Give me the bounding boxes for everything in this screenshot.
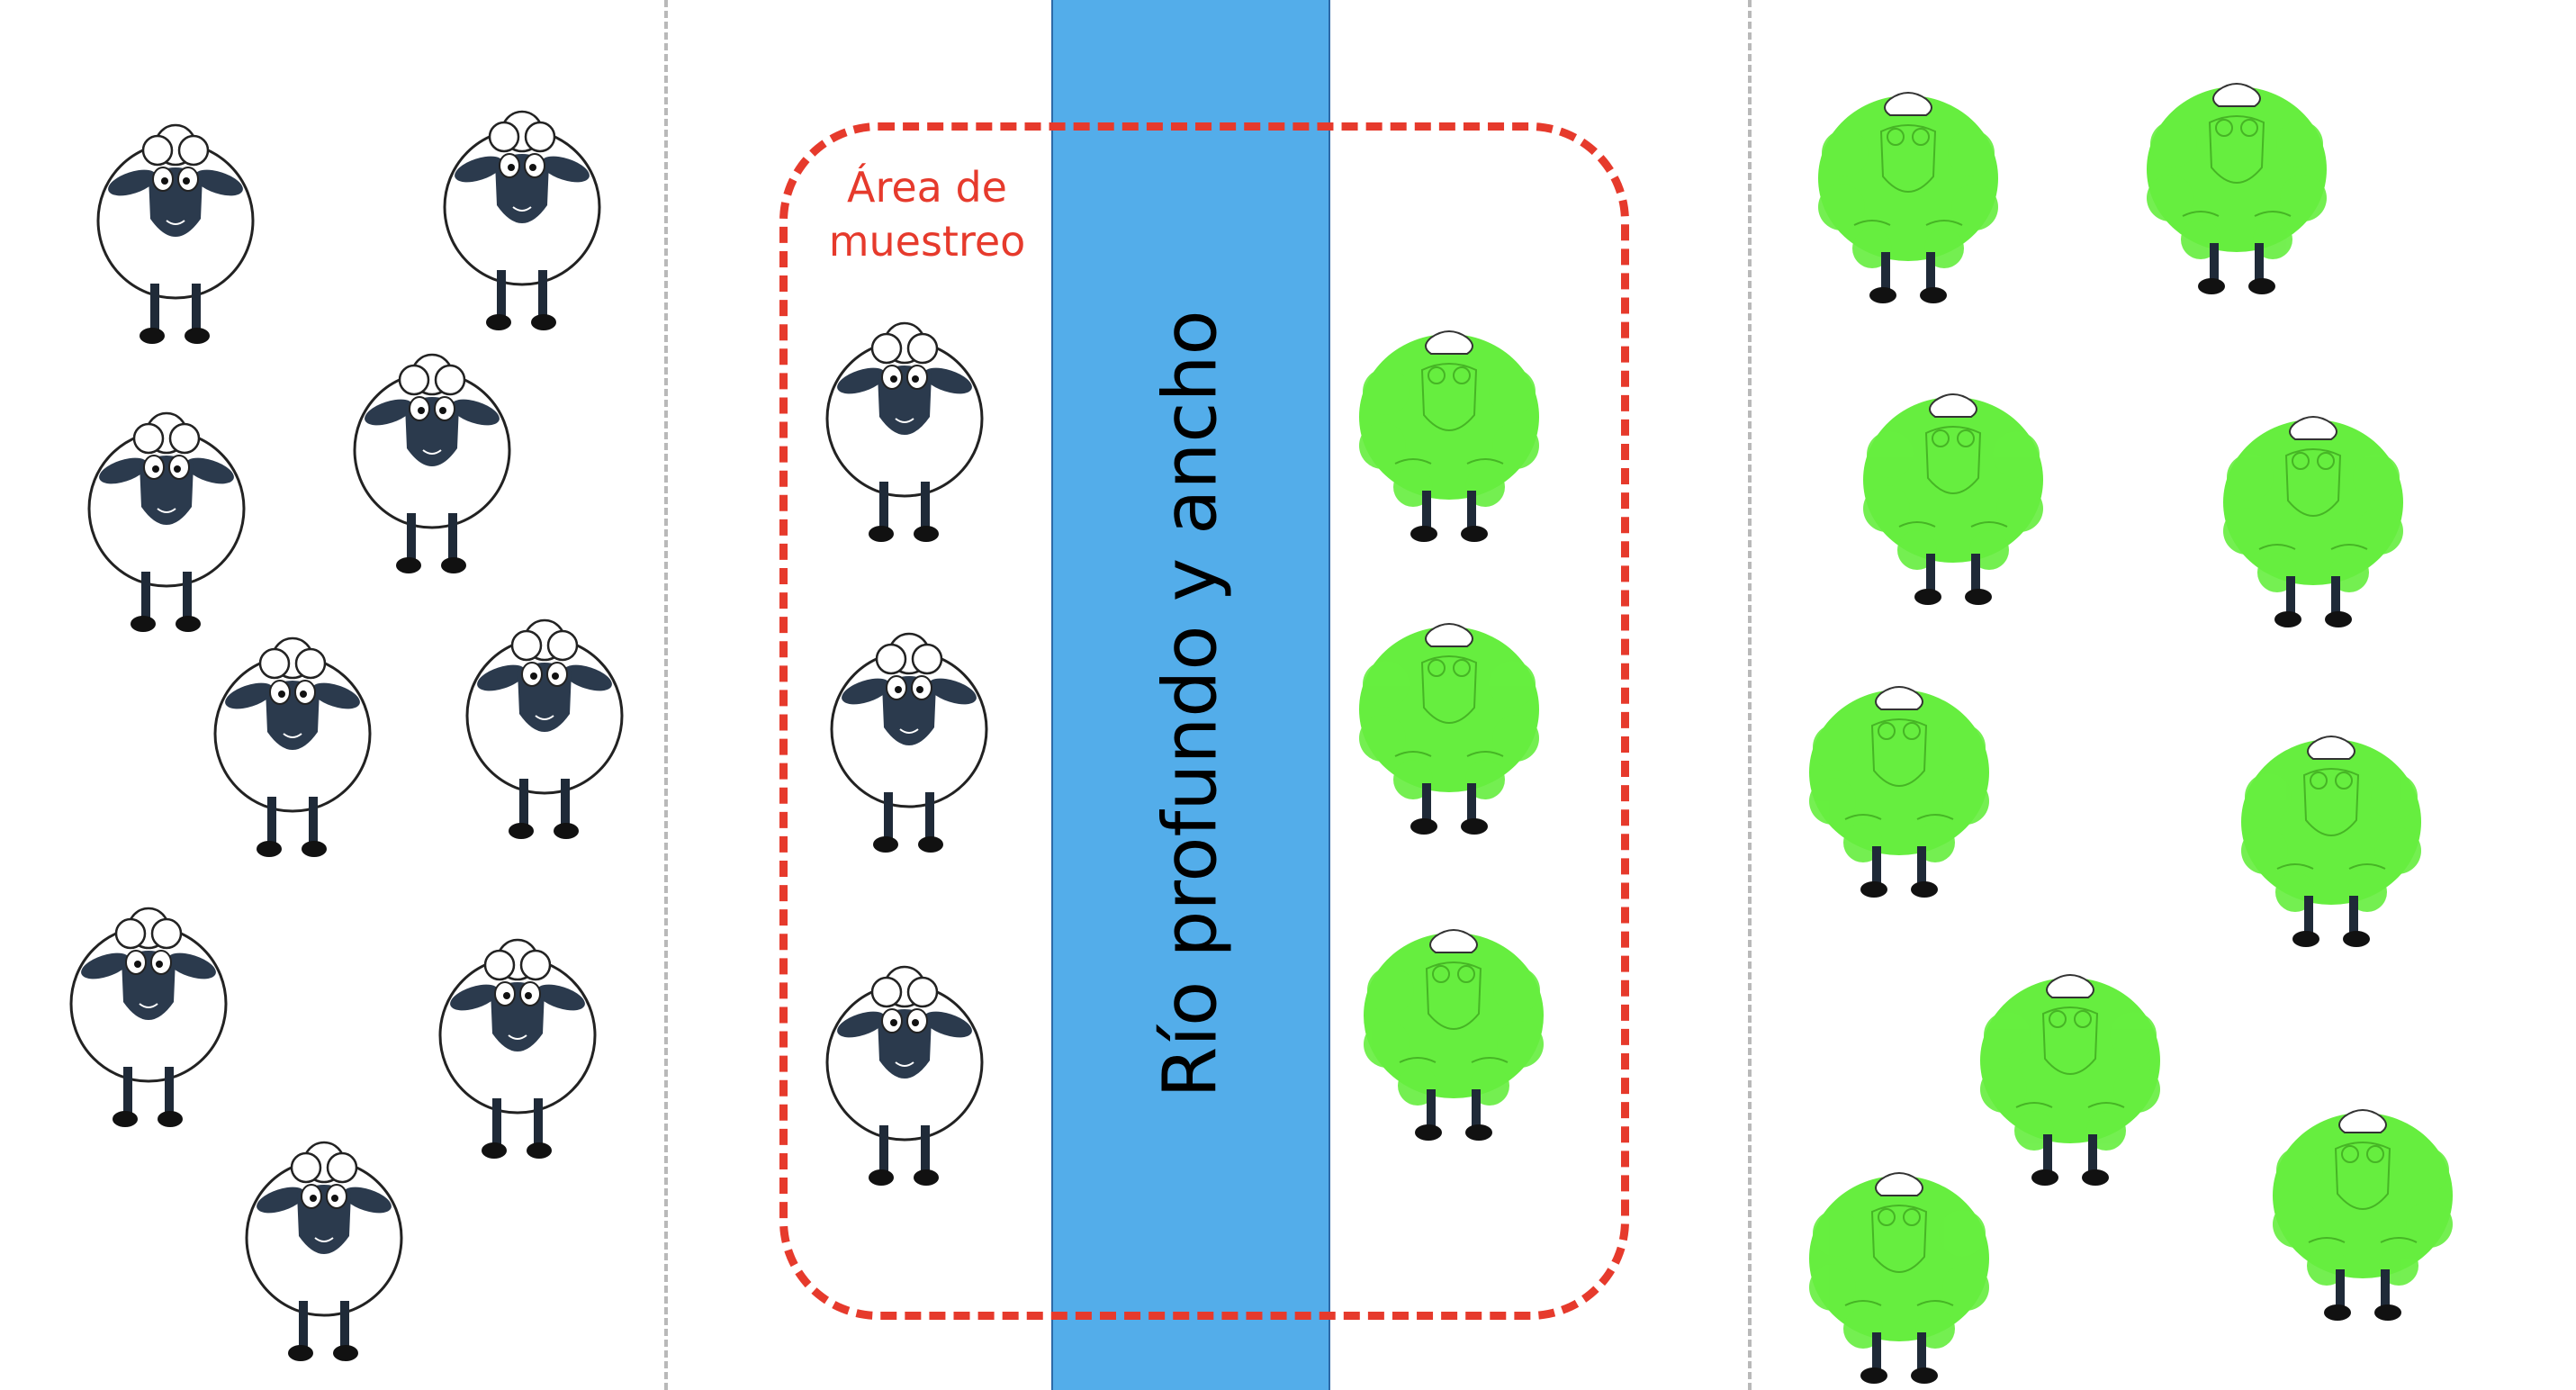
green-sheep-icon: [2147, 63, 2327, 297]
white-sheep-icon: [432, 99, 612, 333]
sampling-area-label: Área de muestreo: [819, 160, 1035, 268]
green-sheep-icon: [1359, 603, 1539, 837]
green-sheep-icon: [1364, 909, 1544, 1143]
green-sheep-icon: [1980, 954, 2160, 1188]
white-sheep-icon: [342, 342, 522, 576]
field-divider-left: [664, 0, 668, 1390]
white-sheep-icon: [819, 621, 999, 855]
green-sheep-icon: [1359, 311, 1539, 545]
white-sheep-icon: [203, 626, 383, 860]
green-sheep-icon: [2273, 1089, 2453, 1323]
sampling-area-label-line2: muestreo: [828, 217, 1026, 266]
sampling-area-label-line1: Área de: [847, 163, 1007, 212]
green-sheep-icon: [1818, 72, 1998, 306]
white-sheep-icon: [428, 927, 608, 1161]
white-sheep-icon: [86, 113, 266, 347]
green-sheep-icon: [1809, 1152, 1989, 1386]
sampling-area-box: [779, 122, 1629, 1320]
white-sheep-icon: [455, 608, 635, 842]
white-sheep-icon: [77, 401, 257, 635]
white-sheep-icon: [234, 1130, 414, 1364]
green-sheep-icon: [2223, 396, 2403, 630]
white-sheep-icon: [815, 311, 995, 545]
green-sheep-icon: [1863, 374, 2043, 608]
green-sheep-icon: [2241, 716, 2421, 950]
field-divider-right: [1748, 0, 1752, 1390]
white-sheep-icon: [59, 896, 239, 1130]
green-sheep-icon: [1809, 666, 1989, 900]
white-sheep-icon: [815, 954, 995, 1188]
river: [1051, 0, 1330, 1390]
